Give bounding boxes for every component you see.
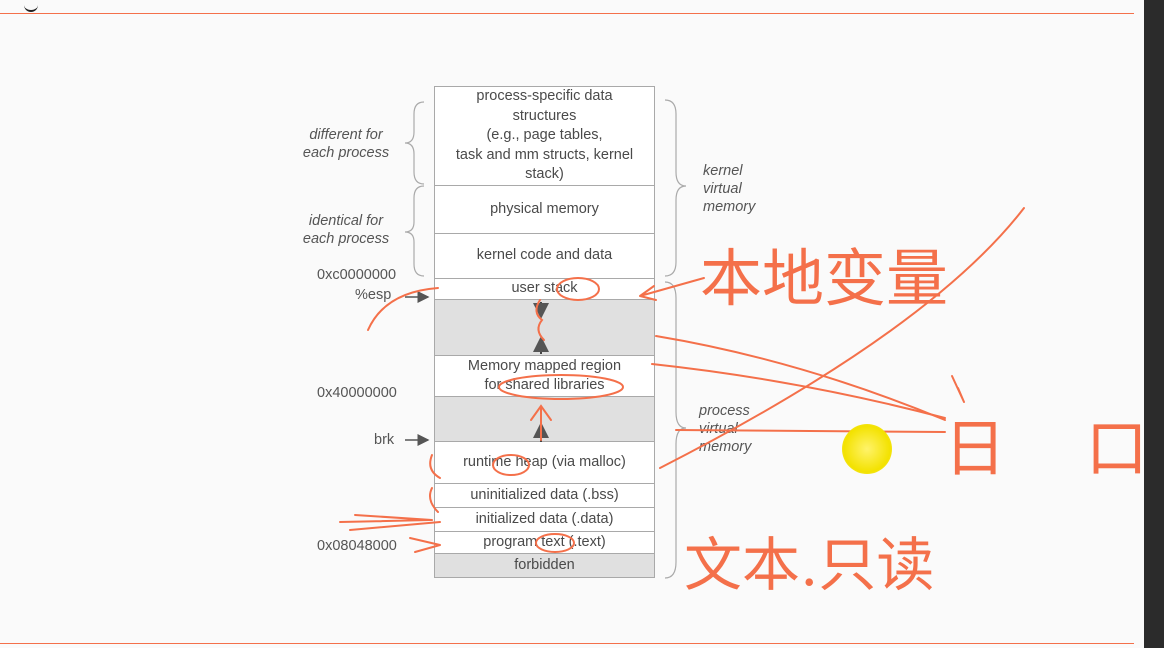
ink-squiggle-stack <box>535 299 545 341</box>
addr-shared-lib: 0x40000000 <box>317 385 397 401</box>
brace-different <box>404 101 425 185</box>
ink-line-2 <box>651 363 946 419</box>
ink-arrow-target <box>951 375 965 403</box>
ink-up-arrow <box>530 404 552 441</box>
region-kernel-code-data: kernel code and data <box>434 234 655 279</box>
brace-kernel <box>664 99 687 277</box>
addr-kernel-base: 0xc0000000 <box>317 267 397 283</box>
ink-text-readonly: 文本.只读 <box>684 531 935 599</box>
annotation-process-vm: process virtual memory <box>699 403 752 455</box>
ink-local-variables: 本地变量 <box>700 242 949 315</box>
region-physical-memory: physical memory <box>434 186 655 234</box>
region-label: process-specific data structures (e.g., … <box>455 88 634 183</box>
ink-line-3 <box>675 429 946 433</box>
brk-label: brk <box>374 432 395 448</box>
window-frame <box>1144 0 1164 648</box>
brace-process <box>664 281 687 579</box>
region-user-stack: user stack <box>434 279 655 300</box>
region-runtime-heap: runtime heap (via malloc) <box>434 442 655 484</box>
ink-circle-shared <box>498 374 624 400</box>
ink-squares: 日 口 <box>944 412 1164 485</box>
region-data: initialized data (.data) <box>434 508 655 532</box>
ink-circle-heap <box>492 454 530 476</box>
brace-identical <box>404 185 425 277</box>
ink-stroke-esp <box>367 287 439 331</box>
region-mmap: Memory mapped region for shared librarie… <box>434 356 655 397</box>
ink-lines-text <box>409 537 441 553</box>
annotation-kernel-vm: kernel virtual memory <box>703 163 756 215</box>
ink-arrow-local <box>639 277 705 301</box>
ink-brace-left <box>429 454 441 513</box>
region-forbidden: forbidden <box>434 554 655 578</box>
cursor-highlight <box>842 424 892 474</box>
addr-text-start: 0x08048000 <box>317 538 397 554</box>
esp-label: %esp <box>355 287 392 303</box>
ink-line-1 <box>655 335 946 421</box>
slide-top-rule <box>0 13 1134 14</box>
annotation-different: different for each process <box>302 127 390 161</box>
annotation-identical: identical for each process <box>302 213 390 247</box>
ink-mark <box>24 0 38 12</box>
ink-strokes <box>339 207 1025 553</box>
ink-lines-data <box>339 514 441 531</box>
slide-bottom-rule <box>0 643 1134 644</box>
region-process-specific-data: process-specific data structures (e.g., … <box>434 86 655 186</box>
region-bss: uninitialized data (.bss) <box>434 484 655 508</box>
ink-circle-stack <box>556 277 600 301</box>
region-text: program text (.text) <box>434 532 655 554</box>
ink-circle-text <box>535 533 575 553</box>
